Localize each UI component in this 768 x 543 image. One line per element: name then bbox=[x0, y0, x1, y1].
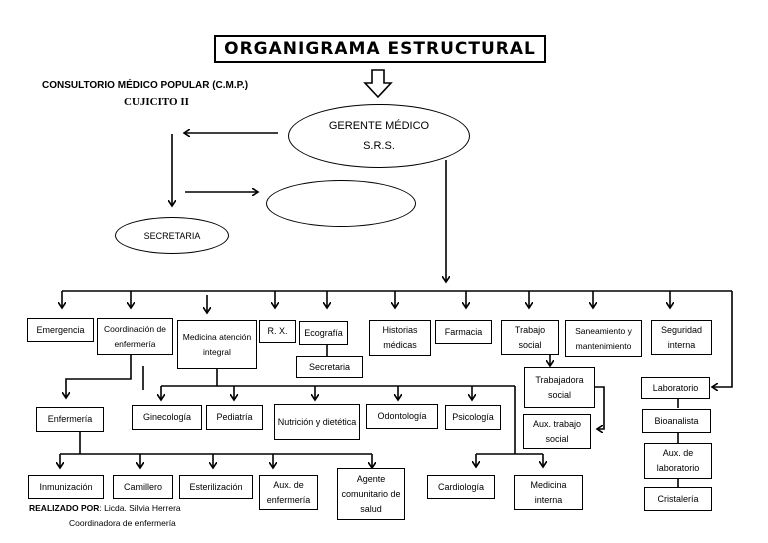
clinic-location: CUJICITO II bbox=[124, 96, 189, 108]
gerente-subtitle: S.R.S. bbox=[363, 140, 395, 152]
empty-node[interactable] bbox=[266, 180, 416, 227]
aux-trabajo-social-node[interactable]: Aux. trabajo social bbox=[523, 414, 591, 449]
gerente-medico-node[interactable]: GERENTE MÉDICO S.R.S. bbox=[288, 104, 470, 168]
dept-trabajo-social[interactable]: Trabajo social bbox=[501, 320, 559, 355]
cristaleria-node[interactable]: Cristalería bbox=[644, 487, 712, 511]
med-unit-odontologia[interactable]: Odontología bbox=[366, 404, 438, 429]
hollow-down-arrow-icon bbox=[363, 69, 393, 99]
med-unit-nutricion-dietetica[interactable]: Nutrición y dietética bbox=[274, 404, 360, 440]
med-unit-ginecologia[interactable]: Ginecología bbox=[132, 405, 202, 430]
enf-unit-esterilizacion[interactable]: Esterilización bbox=[179, 475, 253, 499]
bioanalista-node[interactable]: Bioanalista bbox=[642, 409, 711, 433]
dept-coordinacion-enfermeria[interactable]: Coordinación de enfermería bbox=[97, 318, 173, 355]
secretaria-node[interactable]: SECRETARIA bbox=[115, 217, 229, 254]
med-unit-medicina-interna[interactable]: Medicina interna bbox=[514, 475, 583, 510]
ecografia-secretaria[interactable]: Secretaria bbox=[296, 356, 363, 378]
dept-medicina-atencion-integral[interactable]: Medicina atención integral bbox=[177, 320, 257, 369]
med-unit-pediatria[interactable]: Pediatría bbox=[206, 405, 263, 430]
med-unit-psicologia[interactable]: Psicología bbox=[445, 405, 501, 430]
enf-unit-inmunizacion[interactable]: Inmunización bbox=[28, 475, 104, 499]
dept-farmacia[interactable]: Farmacia bbox=[435, 320, 492, 344]
dept-saneamiento-mantenimiento[interactable]: Saneamiento y mantenimiento bbox=[565, 320, 642, 357]
dept-historias-medicas[interactable]: Historias médicas bbox=[369, 320, 431, 356]
trabajadora-social-node[interactable]: Trabajadora social bbox=[524, 367, 595, 408]
enf-unit-aux-enfermeria[interactable]: Aux. de enfermería bbox=[259, 475, 318, 510]
author-role: Coordinadora de enfermería bbox=[69, 518, 176, 528]
aux-laboratorio-node[interactable]: Aux. de laboratorio bbox=[644, 443, 712, 479]
author-label: REALIZADO POR bbox=[29, 503, 100, 513]
enf-unit-camillero[interactable]: Camillero bbox=[113, 475, 173, 499]
laboratorio-node[interactable]: Laboratorio bbox=[641, 377, 710, 399]
clinic-name: CONSULTORIO MÉDICO POPULAR (C.M.P.) bbox=[42, 80, 249, 91]
dept-ecografia[interactable]: Ecografía bbox=[299, 321, 348, 345]
author-name: : Licda. Silvia Herrera bbox=[99, 503, 181, 513]
dept-rx[interactable]: R. X. bbox=[259, 320, 296, 343]
enf-unit-agente-comunitario[interactable]: Agente comunitario de salud bbox=[337, 468, 405, 520]
dept-seguridad-interna[interactable]: Seguridad interna bbox=[651, 320, 712, 355]
enfermeria-node[interactable]: Enfermería bbox=[36, 407, 104, 432]
dept-emergencia[interactable]: Emergencia bbox=[27, 318, 94, 342]
med-unit-cardiologia[interactable]: Cardiología bbox=[427, 475, 495, 499]
author-line: REALIZADO POR: Licda. Silvia Herrera bbox=[29, 503, 181, 513]
page-title: ORGANIGRAMA ESTRUCTURAL bbox=[214, 35, 546, 63]
gerente-title: GERENTE MÉDICO bbox=[328, 120, 430, 132]
